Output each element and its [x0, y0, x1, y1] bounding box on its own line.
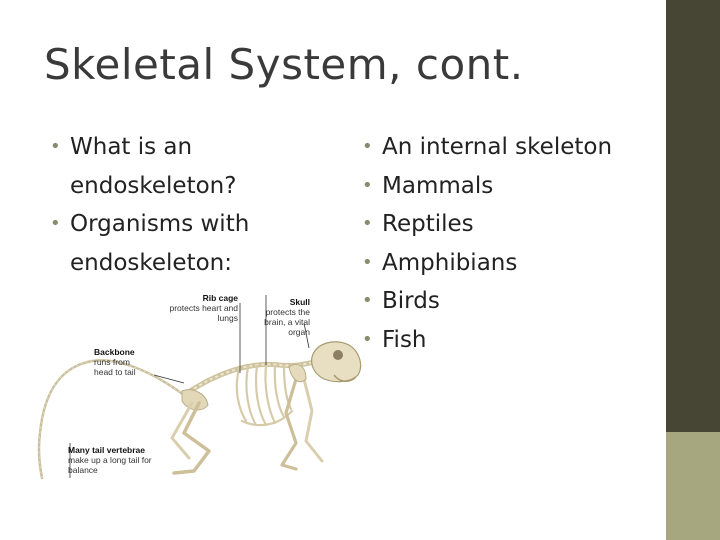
side-decor-accent	[666, 432, 720, 540]
backbone-callout: Backbone runs from head to tail	[94, 347, 136, 377]
bullet-dot-icon: •	[362, 174, 373, 196]
bullet-dot-icon: •	[362, 290, 373, 311]
rib-cage-callout: Rib cage protects heart and lungs	[169, 293, 238, 323]
bullet-dot-icon: •	[362, 251, 373, 273]
rat-skeleton-figure: Rib cage protects heart and lungs Skull …	[34, 283, 364, 483]
bullet-item: •Organisms with endoskeleton:	[50, 205, 350, 282]
bullet-dot-icon: •	[362, 328, 373, 350]
left-bullet-list: •What is an endoskeleton? •Organisms wit…	[50, 128, 350, 282]
right-bullet-list: •An internal skeleton •Mammals •Reptiles…	[362, 128, 662, 359]
slide-title: Skeletal System, cont.	[44, 40, 524, 89]
rat-skeleton-icon	[37, 295, 362, 480]
bullet-dot-icon: •	[50, 213, 61, 234]
bullet-item: •Amphibians	[362, 244, 662, 283]
bullet-item: •Birds	[362, 282, 662, 321]
bullet-item: •Fish	[362, 321, 662, 360]
bullet-item: •An internal skeleton	[362, 128, 662, 167]
bullet-item: •Mammals	[362, 167, 662, 206]
bullet-item: •Reptiles	[362, 205, 662, 244]
tail-callout: Many tail vertebrae make up a long tail …	[68, 445, 152, 475]
bullet-item: •What is an endoskeleton?	[50, 128, 350, 205]
skull-callout: Skull protects the brain, a vital organ	[264, 297, 310, 337]
bullet-dot-icon: •	[362, 136, 373, 157]
bullet-dot-icon: •	[362, 213, 373, 234]
bullet-dot-icon: •	[50, 136, 61, 157]
